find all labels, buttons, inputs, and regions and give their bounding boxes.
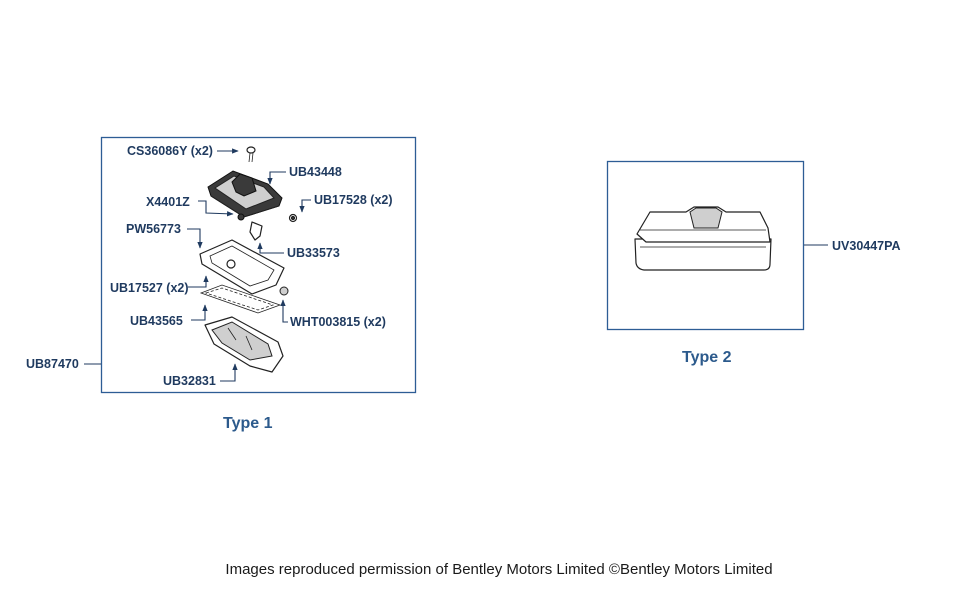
type1-parts-drawing	[199, 146, 298, 373]
label-cs36086y: CS36086Y (x2)	[127, 144, 213, 158]
screw-part	[246, 146, 256, 163]
clip-part	[249, 221, 263, 241]
type1-frame	[100, 136, 417, 394]
type2-part-drawing	[634, 206, 772, 271]
type2-frame	[606, 160, 805, 331]
grommet-part	[279, 286, 289, 296]
washer-part	[237, 213, 245, 221]
label-ub32831: UB32831	[163, 374, 216, 388]
lamp-housing-part	[207, 170, 283, 218]
type1-caption: Type 1	[223, 415, 273, 432]
lamp-base-part	[204, 316, 284, 373]
lens-part	[199, 284, 282, 314]
label-uv30447pa: UV30447PA	[832, 239, 901, 253]
label-x4401z: X4401Z	[146, 195, 190, 209]
label-pw56773: PW56773	[126, 222, 181, 236]
type2-caption: Type 2	[682, 349, 732, 366]
label-ub43565: UB43565	[130, 314, 183, 328]
credit-text: Images reproduced permission of Bentley …	[225, 561, 773, 578]
label-wht003815: WHT003815 (x2)	[290, 315, 386, 329]
label-ub33573: UB33573	[287, 246, 340, 260]
label-ub17527: UB17527 (x2)	[110, 281, 189, 295]
label-ub43448: UB43448	[289, 165, 342, 179]
gasket-part	[199, 239, 285, 295]
label-ub17528: UB17528 (x2)	[314, 193, 393, 207]
label-ub87470: UB87470	[26, 357, 79, 371]
